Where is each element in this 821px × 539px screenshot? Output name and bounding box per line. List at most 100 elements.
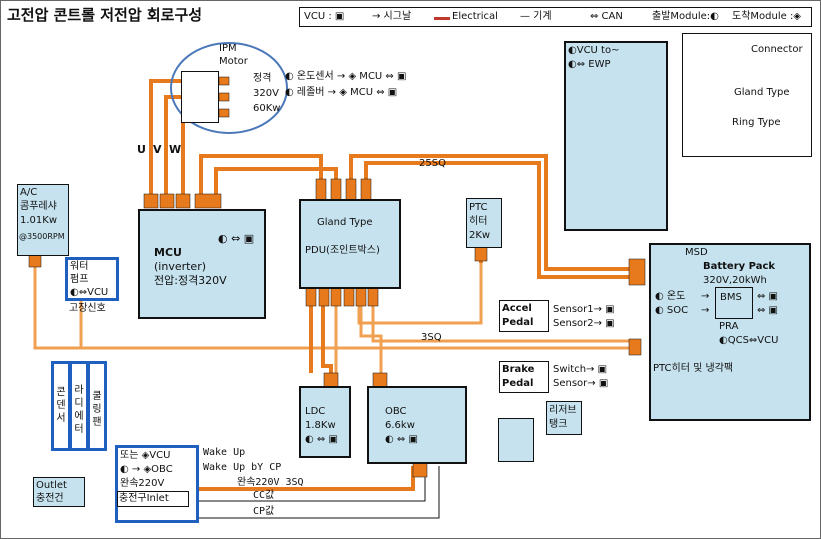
ipm-temp-sensor: ◐ 온도센서 → ◈ MCU ⇔ ▣ — [285, 71, 407, 82]
ipm-rating-label: 정격 — [253, 73, 272, 84]
battery-qcs: ◐QCS⇔VCU — [719, 335, 779, 346]
mcu-name: MCU — [154, 246, 182, 259]
bms-label: BMS — [720, 292, 742, 303]
legend-electrical: Electrical — [452, 11, 498, 22]
accel-name-2: Pedal — [502, 317, 534, 328]
ptc-line-2: 히터 — [469, 216, 488, 227]
vcu-ewp-box: ◐VCU to~ ◐⇔ EWP — [564, 41, 668, 231]
accel-pedal-box: Accel Pedal — [499, 300, 549, 332]
mcu-box: MCU (inverter) 전압:정격320V ◐ ⇔ ▣ — [138, 209, 266, 319]
ipm-title-2: Motor — [219, 56, 248, 67]
battery-temp: ◐ 온도 — [655, 291, 686, 302]
condenser-label: 콘덴서 — [56, 387, 66, 424]
pdu-name: PDU(조인트박스) — [305, 245, 380, 256]
battery-msd: MSD — [685, 247, 708, 258]
connector-ipm-1 — [218, 76, 230, 86]
accel-name-1: Accel — [502, 303, 532, 314]
obc-line-2: 6.6kw — [385, 420, 415, 431]
battery-pack-box: MSD Battery Pack 320V,20kWh ◐ 온도 ◐ SOC →… — [649, 243, 811, 421]
ipm-title-1: IPM — [219, 43, 237, 54]
vcu-ewp-label: ◐⇔ EWP — [568, 59, 611, 70]
ptc-line-3: 2Kw — [469, 230, 491, 241]
reserve-tank-box: 리저브 탱크 — [546, 401, 582, 435]
mcu-voltage: 전압:정격320V — [154, 274, 227, 287]
ptc-heater-box: PTC 히터 2Kw — [466, 198, 502, 248]
accel-sensor-2: Sensor2→ ▣ — [553, 318, 615, 329]
cable-3sq-label: 3SQ — [421, 332, 442, 343]
battery-soc: ◐ SOC — [655, 305, 689, 316]
cooling-fan-label: 쿨링팬 — [92, 391, 102, 428]
legend-mechanical: — 기계 — [520, 11, 552, 22]
mcu-inverter: (inverter) — [154, 260, 207, 273]
cable-25sq-label: 25SQ — [419, 158, 446, 169]
connector-pdu-bottom-6 — [367, 287, 379, 307]
ipm-power: 60Kw — [253, 103, 281, 114]
obc-box: OBC 6.6kw ◐ ⇔ ▣ — [367, 386, 467, 464]
legend-out-module: 출발Module:◐ — [652, 11, 719, 22]
battery-soc-arrow: → — [701, 305, 710, 316]
connector-pdu-bottom-5 — [355, 287, 367, 307]
charger-inlet-port: 충전구Inlet — [117, 491, 189, 507]
phase-v-label: V — [153, 143, 162, 156]
legend-vcu: VCU : ▣ — [304, 11, 345, 22]
cc-value-label: CC값 — [253, 490, 275, 501]
charger-line-4: 충전구Inlet — [119, 493, 169, 504]
reserve-tank-line-1: 리저브 — [549, 405, 577, 416]
battery-pra: PRA — [719, 321, 739, 332]
legend-signal: → 시그날 — [372, 11, 412, 22]
obc-line-1: OBC — [385, 406, 407, 417]
low-voltage-harness — [33, 263, 633, 373]
connector-obc-bottom — [412, 462, 428, 478]
connector-mcu-dc — [194, 193, 222, 209]
connector-ldc — [323, 372, 339, 388]
ldc-can: ◐ ⇔ ▣ — [305, 434, 338, 445]
connector-pdu-bottom-3 — [330, 287, 342, 307]
brake-pedal-box: Brake Pedal — [499, 361, 549, 393]
ac-line-1: A/C — [20, 187, 38, 198]
key-ring-label: Ring Type — [732, 117, 781, 128]
connector-obc — [372, 372, 388, 388]
charger-line-2: ◐ → ◈OBC — [120, 464, 173, 475]
outlet-line-2: 충전건 — [36, 493, 64, 504]
connector-ipm-3 — [218, 108, 230, 118]
page-title: 고전압 콘트롤 저전압 회로구성 — [7, 6, 203, 24]
water-pump-line-2: 펌프 — [70, 274, 89, 285]
connector-ac — [28, 254, 42, 268]
ldc-box: LDC 1.8Kw ◐ ⇔ ▣ — [299, 386, 351, 458]
connector-battery-main — [628, 258, 646, 286]
vcu-to-label: ◐VCU to~ — [568, 45, 620, 56]
connector-mcu-v — [159, 193, 175, 209]
water-pump-line-1: 워터 — [70, 261, 89, 272]
bms-box: BMS — [715, 287, 753, 319]
accel-sensor-1: Sensor1→ ▣ — [553, 304, 615, 315]
battery-can-1: ⇔ ▣ — [757, 291, 779, 302]
water-pump-box: 워터 펌프 ◐⇔VCU — [65, 257, 119, 301]
connector-pdu-top-2 — [330, 178, 342, 202]
connector-battery-low — [628, 338, 642, 356]
battery-name: Battery Pack — [703, 261, 776, 272]
brake-name-1: Brake — [502, 364, 535, 375]
battery-can-2: ⇔ ▣ — [757, 305, 779, 316]
connector-ipm-2 — [218, 92, 230, 102]
condenser-box: 콘덴서 — [51, 361, 71, 451]
water-pump-can: ◐⇔VCU — [70, 287, 109, 298]
connector-mcu-w — [175, 193, 191, 209]
pdu-box: Gland Type PDU(조인트박스) — [299, 199, 401, 289]
connector-mcu-u — [143, 193, 159, 209]
ldc-line-1: LDC — [305, 406, 326, 417]
ac-compressor-box: A/C 콤푸레샤 1.01Kw @3500RPM — [17, 184, 69, 256]
radiator-label: 라디에터 — [74, 385, 84, 435]
ldc-line-2: 1.8Kw — [305, 420, 336, 431]
phase-w-label: W — [169, 143, 182, 156]
connector-pdu-bottom-4 — [343, 287, 355, 307]
ac-line-3: 1.01Kw — [20, 215, 58, 226]
connector-pdu-top-1 — [315, 178, 327, 202]
battery-temp-arrow: → — [701, 291, 710, 302]
brake-sensor: Sensor→ ▣ — [553, 378, 609, 389]
battery-ptc-cooling: PTC히터 및 냉각팩 — [653, 363, 734, 374]
wake-up-cp-label: Wake Up bY CP — [203, 462, 282, 473]
charger-line-1: 또는 ◈VCU — [120, 450, 171, 461]
connector-key-box — [682, 33, 812, 157]
key-gland-label: Gland Type — [734, 87, 790, 98]
